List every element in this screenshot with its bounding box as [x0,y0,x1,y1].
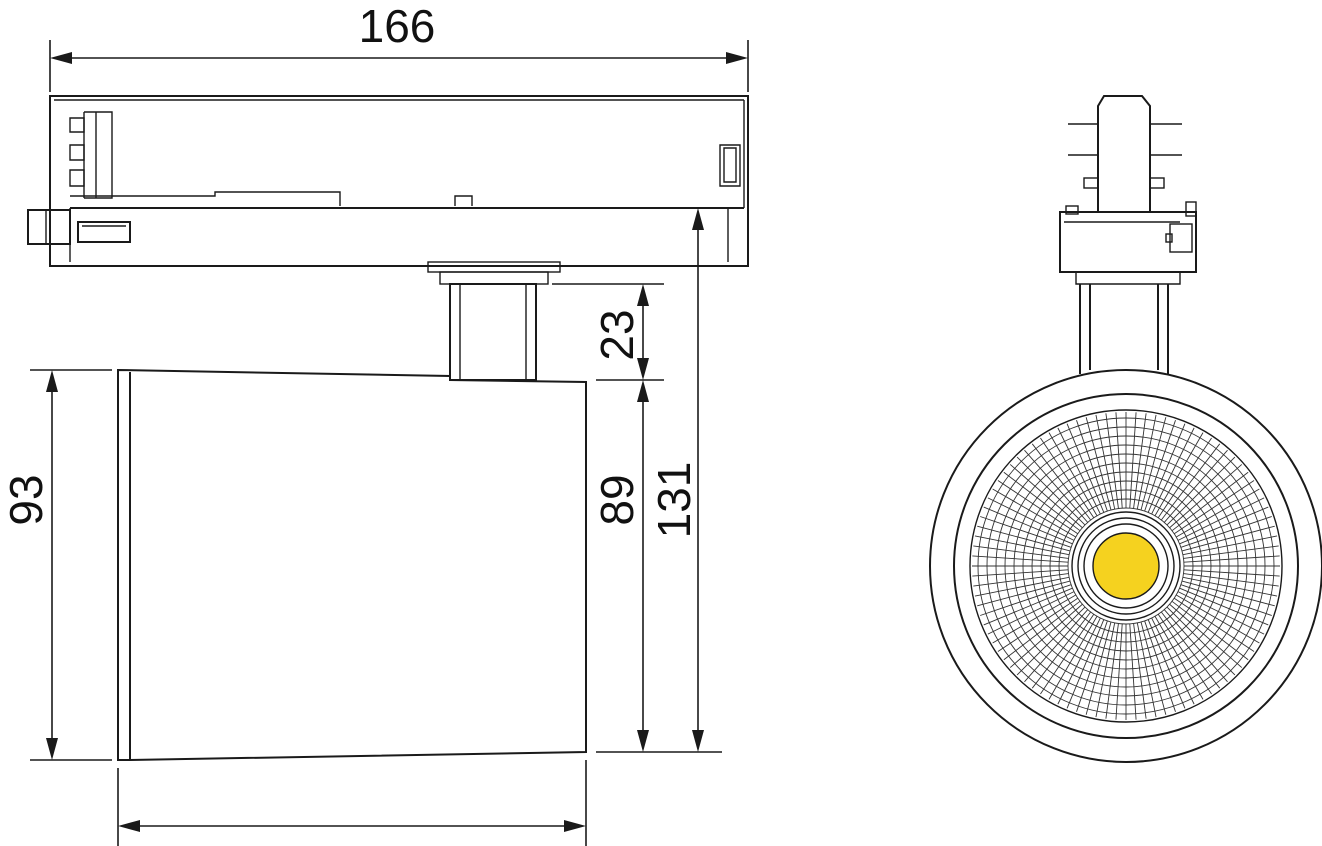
dim-label-overall-width: 166 [359,0,436,52]
dim-label-body-height: 93 [0,474,52,525]
dim-label-adapter-gap: 23 [591,309,643,360]
side-adapter [1059,95,1197,374]
side-view [929,95,1322,763]
reflector-grid [972,412,1280,720]
dim-adapter-gap: 23 [552,283,664,381]
dim-body-height: 93 [0,369,112,761]
lamp-body [117,368,587,761]
stem-connector [427,261,561,381]
front-view: 166 23 93 89 [0,0,749,846]
led-core-icon [1092,532,1160,600]
dim-body-width [117,760,587,846]
dim-label-body-depth: 89 [591,474,643,525]
dim-label-total-height: 131 [648,462,700,539]
dim-body-depth: 89 [591,380,722,753]
lamp-face [929,369,1322,763]
track-adapter [27,95,749,267]
dim-overall-width: 166 [49,0,749,92]
dim-total-height: 131 [648,208,704,752]
